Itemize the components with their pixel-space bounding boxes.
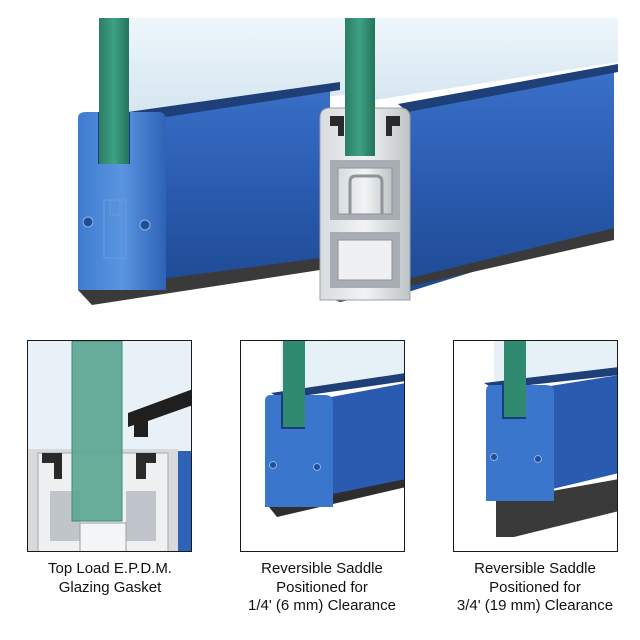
glass-panel-right	[345, 18, 375, 156]
caption-line: Reversible Saddle	[261, 560, 383, 577]
hero-illustration	[78, 18, 618, 305]
gasket-icon	[136, 453, 156, 479]
detail-panel-three-quarter-inch	[453, 340, 618, 552]
glass-panel-left	[99, 18, 129, 164]
caption-line: Positioned for	[276, 578, 368, 596]
caption-line: Top Load E.P.D.M.	[48, 560, 172, 577]
caption-line: Reversible Saddle	[474, 560, 596, 577]
gasket-icon	[386, 116, 400, 136]
detail-panel-quarter-inch	[240, 340, 405, 552]
caption-gasket: Top Load E.P.D.M. Glazing Gasket	[10, 560, 210, 597]
gasket-icon	[330, 116, 344, 136]
screw-hole-icon	[139, 219, 151, 231]
screw-hole-icon	[313, 463, 321, 471]
glass-pane-back	[128, 18, 618, 112]
detail-panel-gasket	[27, 340, 192, 552]
caption-quarter-inch: Reversible Saddle Positioned for 1/4' (6…	[222, 560, 422, 616]
caption-line: Positioned for	[489, 578, 581, 596]
caption-line: 3/4' (19 mm) Clearance	[456, 597, 614, 614]
caption-three-quarter-inch: Reversible Saddle Positioned for 3/4' (1…	[435, 560, 635, 616]
screw-hole-icon	[82, 216, 94, 228]
glass-panel	[283, 341, 305, 427]
glass-panel	[72, 341, 122, 521]
glass-panel	[504, 341, 526, 417]
gasket-icon	[42, 453, 62, 479]
right-channel	[319, 64, 618, 302]
screw-hole-icon	[490, 453, 498, 461]
screw-hole-icon	[534, 455, 542, 463]
screw-hole-icon	[269, 461, 277, 469]
caption-line: Glazing Gasket	[58, 578, 162, 596]
caption-line: 1/4' (6 mm) Clearance	[248, 597, 396, 614]
